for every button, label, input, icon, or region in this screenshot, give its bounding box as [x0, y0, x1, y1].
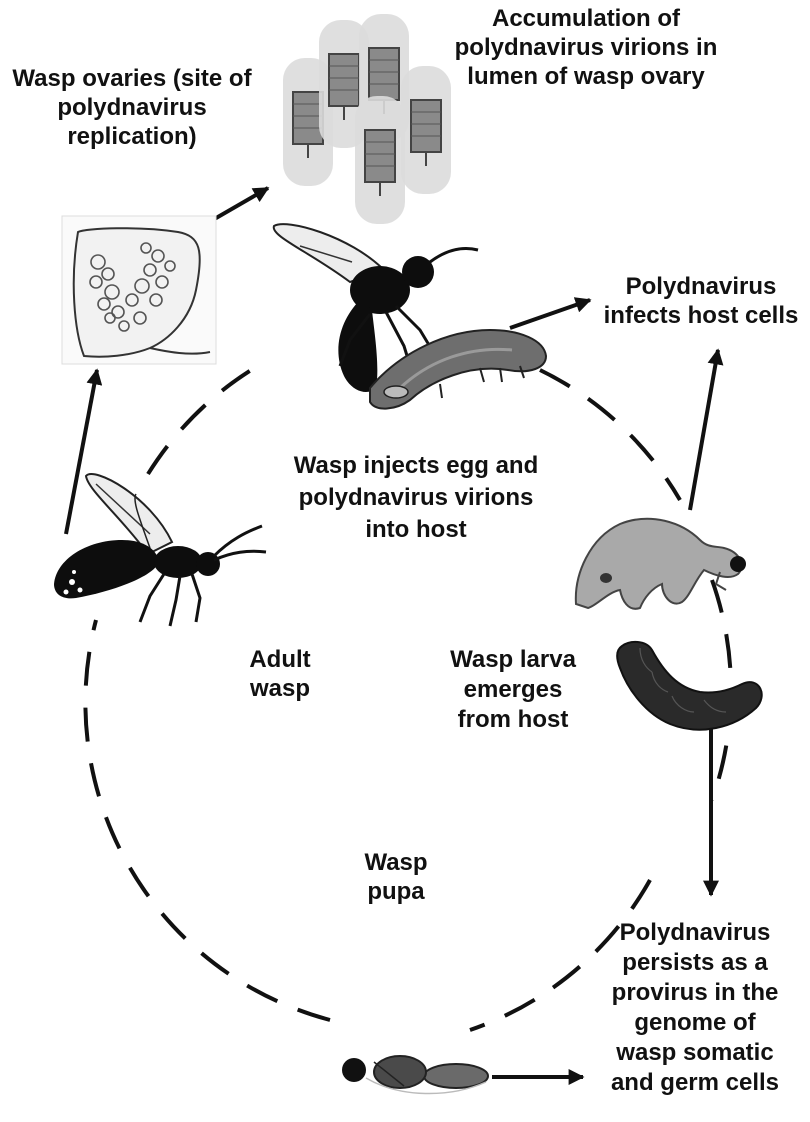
- arrow-host-to-infection: [690, 350, 718, 510]
- label-larva-emerges-line-3: from host: [420, 705, 606, 735]
- label-wasp-ovaries-line-3: replication): [4, 122, 260, 151]
- label-injects: Wasp injects egg and polydnavirus virion…: [256, 450, 576, 546]
- host-caterpillar-illustration: [576, 519, 746, 609]
- label-wasp-pupa-line-1: Wasp: [346, 848, 446, 877]
- label-infects-host-line-2: infects host cells: [596, 301, 806, 330]
- label-persists-line-5: wasp somatic: [590, 1038, 800, 1068]
- label-larva-emerges: Wasp larva emerges from host: [420, 645, 606, 735]
- arrow-adult-to-ovary: [66, 370, 97, 534]
- label-adult-wasp-line-2: wasp: [222, 674, 338, 703]
- label-infects-host: Polydnavirus infects host cells: [596, 272, 806, 330]
- label-accumulation-line-1: Accumulation of: [436, 4, 736, 33]
- label-infects-host-line-1: Polydnavirus: [596, 272, 806, 301]
- label-injects-line-3: into host: [256, 514, 576, 546]
- label-wasp-pupa: Wasp pupa: [346, 848, 446, 906]
- label-accumulation: Accumulation of polydnavirus virions in …: [436, 4, 736, 91]
- label-adult-wasp-line-1: Adult: [222, 645, 338, 674]
- wasp-injecting-host-illustration: [274, 224, 546, 408]
- label-wasp-ovaries: Wasp ovaries (site of polydnavirus repli…: [4, 64, 260, 151]
- label-persists-line-1: Polydnavirus: [590, 918, 800, 948]
- label-larva-emerges-line-2: emerges: [420, 675, 606, 705]
- label-wasp-ovaries-line-1: Wasp ovaries (site of: [4, 64, 260, 93]
- label-accumulation-line-2: polydnavirus virions in: [436, 33, 736, 62]
- label-persists-line-6: and germ cells: [590, 1068, 800, 1098]
- label-injects-line-2: polydnavirus virions: [256, 482, 576, 514]
- arrow-oviposition-to-infection: [510, 300, 590, 328]
- polydnavirus-virions: [283, 14, 451, 224]
- label-persists-line-3: provirus in the: [590, 978, 800, 1008]
- label-adult-wasp: Adult wasp: [222, 645, 338, 703]
- label-larva-emerges-line-1: Wasp larva: [420, 645, 606, 675]
- wasp-ovary-illustration: [62, 216, 216, 364]
- label-accumulation-line-3: lumen of wasp ovary: [436, 62, 736, 91]
- adult-wasp-illustration: [54, 474, 266, 626]
- label-persists-line-4: genome of: [590, 1008, 800, 1038]
- label-injects-line-1: Wasp injects egg and: [256, 450, 576, 482]
- label-persists-line-2: persists as a: [590, 948, 800, 978]
- label-wasp-ovaries-line-2: polydnavirus: [4, 93, 260, 122]
- label-wasp-pupa-line-2: pupa: [346, 877, 446, 906]
- label-persists-provirus: Polydnavirus persists as a provirus in t…: [590, 918, 800, 1098]
- wasp-pupa-illustration: [342, 1056, 488, 1094]
- wasp-larva-illustration: [617, 642, 761, 730]
